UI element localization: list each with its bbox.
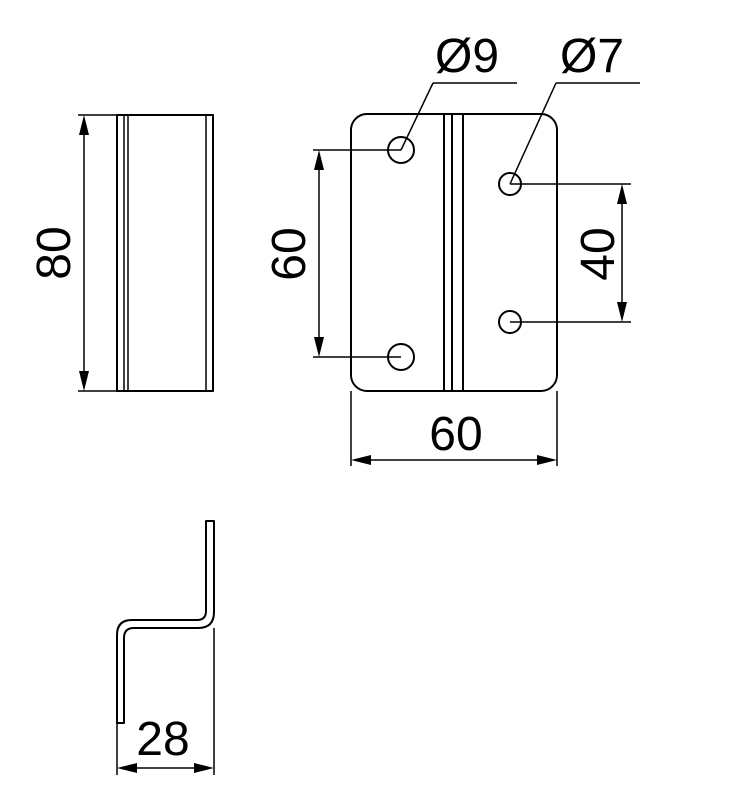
arrowhead-up: [314, 150, 324, 170]
leader-line-large-hole: [400, 82, 434, 151]
dimension-label-hole-spacing-left: 60: [263, 227, 316, 280]
arrowhead-right: [194, 763, 214, 773]
front-view-plate-outline: [350, 113, 558, 392]
front-view: [350, 113, 558, 392]
leader-line-small-hole: [509, 82, 557, 185]
arrowhead-down: [314, 337, 324, 357]
profile-bent-strip-outer: [116, 520, 215, 724]
dimension-label-hole-spacing-right: 40: [572, 227, 625, 280]
arrowhead-left: [117, 763, 137, 773]
dimension-side-height: 80: [28, 114, 117, 392]
callout-label-small-hole: Ø7: [560, 30, 624, 83]
dimension-front-width: 60: [350, 391, 558, 466]
dimension-bottom-depth: 28: [116, 628, 215, 775]
callout-large-hole: Ø9: [400, 30, 517, 151]
arrowhead-right: [537, 455, 557, 465]
profile-view: [116, 520, 215, 724]
side-view-outline: [116, 114, 214, 392]
dimension-hole-spacing-right: 40: [510, 183, 631, 323]
dimension-label-bottom-depth: 28: [136, 713, 189, 766]
arrowhead-left: [351, 455, 371, 465]
arrowhead-down: [79, 371, 89, 391]
side-view: [116, 114, 214, 392]
dimension-label-front-width: 60: [429, 408, 482, 461]
arrowhead-up: [617, 184, 627, 204]
arrowhead-down: [617, 302, 627, 322]
dimension-hole-spacing-left: 60: [263, 149, 401, 358]
callout-label-large-hole: Ø9: [435, 30, 499, 83]
dimension-label-side-height: 80: [28, 226, 81, 279]
callout-small-hole: Ø7: [509, 30, 640, 185]
arrowhead-up: [79, 115, 89, 135]
